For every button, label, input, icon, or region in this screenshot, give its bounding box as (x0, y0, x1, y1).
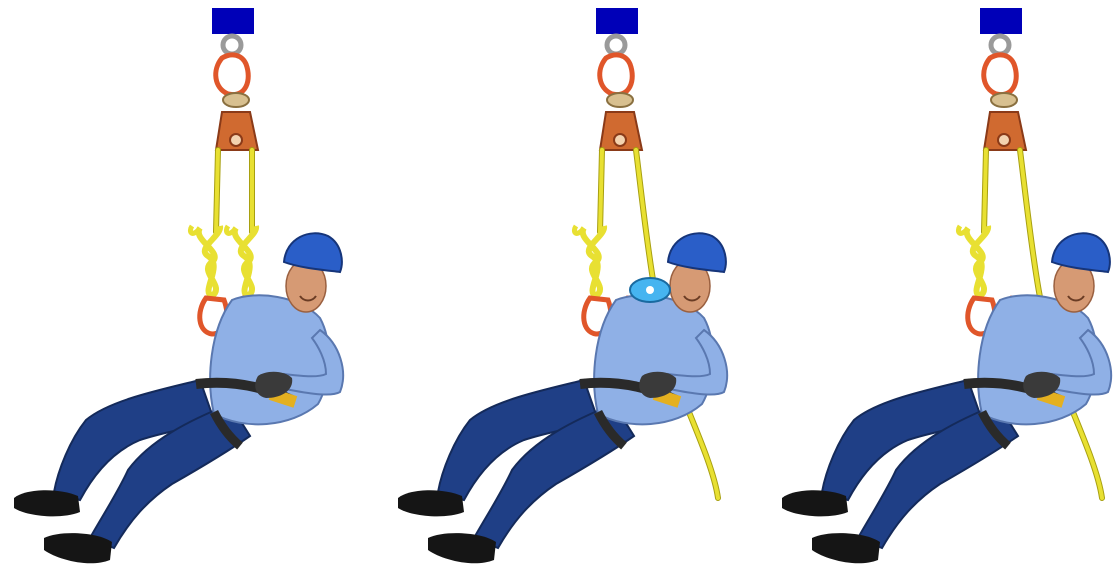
knot-right-icon (235, 226, 256, 296)
rescue-step-3-panel (768, 0, 1116, 576)
top-carabiner-icon (600, 55, 633, 95)
left-boot-icon (398, 490, 464, 516)
anchor-block-icon (212, 8, 254, 34)
left-boot-icon (782, 490, 848, 516)
illustration-svg (768, 0, 1116, 576)
anchor-ring-icon (991, 36, 1009, 54)
rope-device-screw-icon (646, 286, 654, 294)
left-rope-strand (600, 150, 602, 232)
illustration-svg (384, 0, 756, 576)
left-boot-icon (14, 490, 80, 516)
right-boot-icon (812, 533, 880, 563)
torso-shirt (978, 295, 1097, 424)
illustration-svg (0, 0, 372, 576)
torso-shirt (594, 295, 713, 424)
swivel-icon (607, 93, 633, 107)
pulley-axle-icon (614, 134, 626, 146)
knot-left-icon (583, 226, 604, 296)
torso-shirt (210, 295, 329, 424)
anchor-ring-icon (607, 36, 625, 54)
anchor-block-icon (596, 8, 638, 34)
swivel-icon (991, 93, 1017, 107)
pulley-axle-icon (230, 134, 242, 146)
rescue-step-1-panel (0, 0, 372, 576)
right-boot-icon (44, 533, 112, 563)
anchor-block-icon (980, 8, 1022, 34)
top-carabiner-icon (216, 55, 249, 95)
left-rope-strand (984, 150, 986, 232)
rescue-step-2-panel (384, 0, 756, 576)
swivel-icon (223, 93, 249, 107)
top-carabiner-icon (984, 55, 1017, 95)
left-rope-strand (216, 150, 218, 232)
knot-left-icon (199, 226, 220, 296)
anchor-ring-icon (223, 36, 241, 54)
knot-left-icon (967, 226, 988, 296)
pulley-axle-icon (998, 134, 1010, 146)
right-boot-icon (428, 533, 496, 563)
